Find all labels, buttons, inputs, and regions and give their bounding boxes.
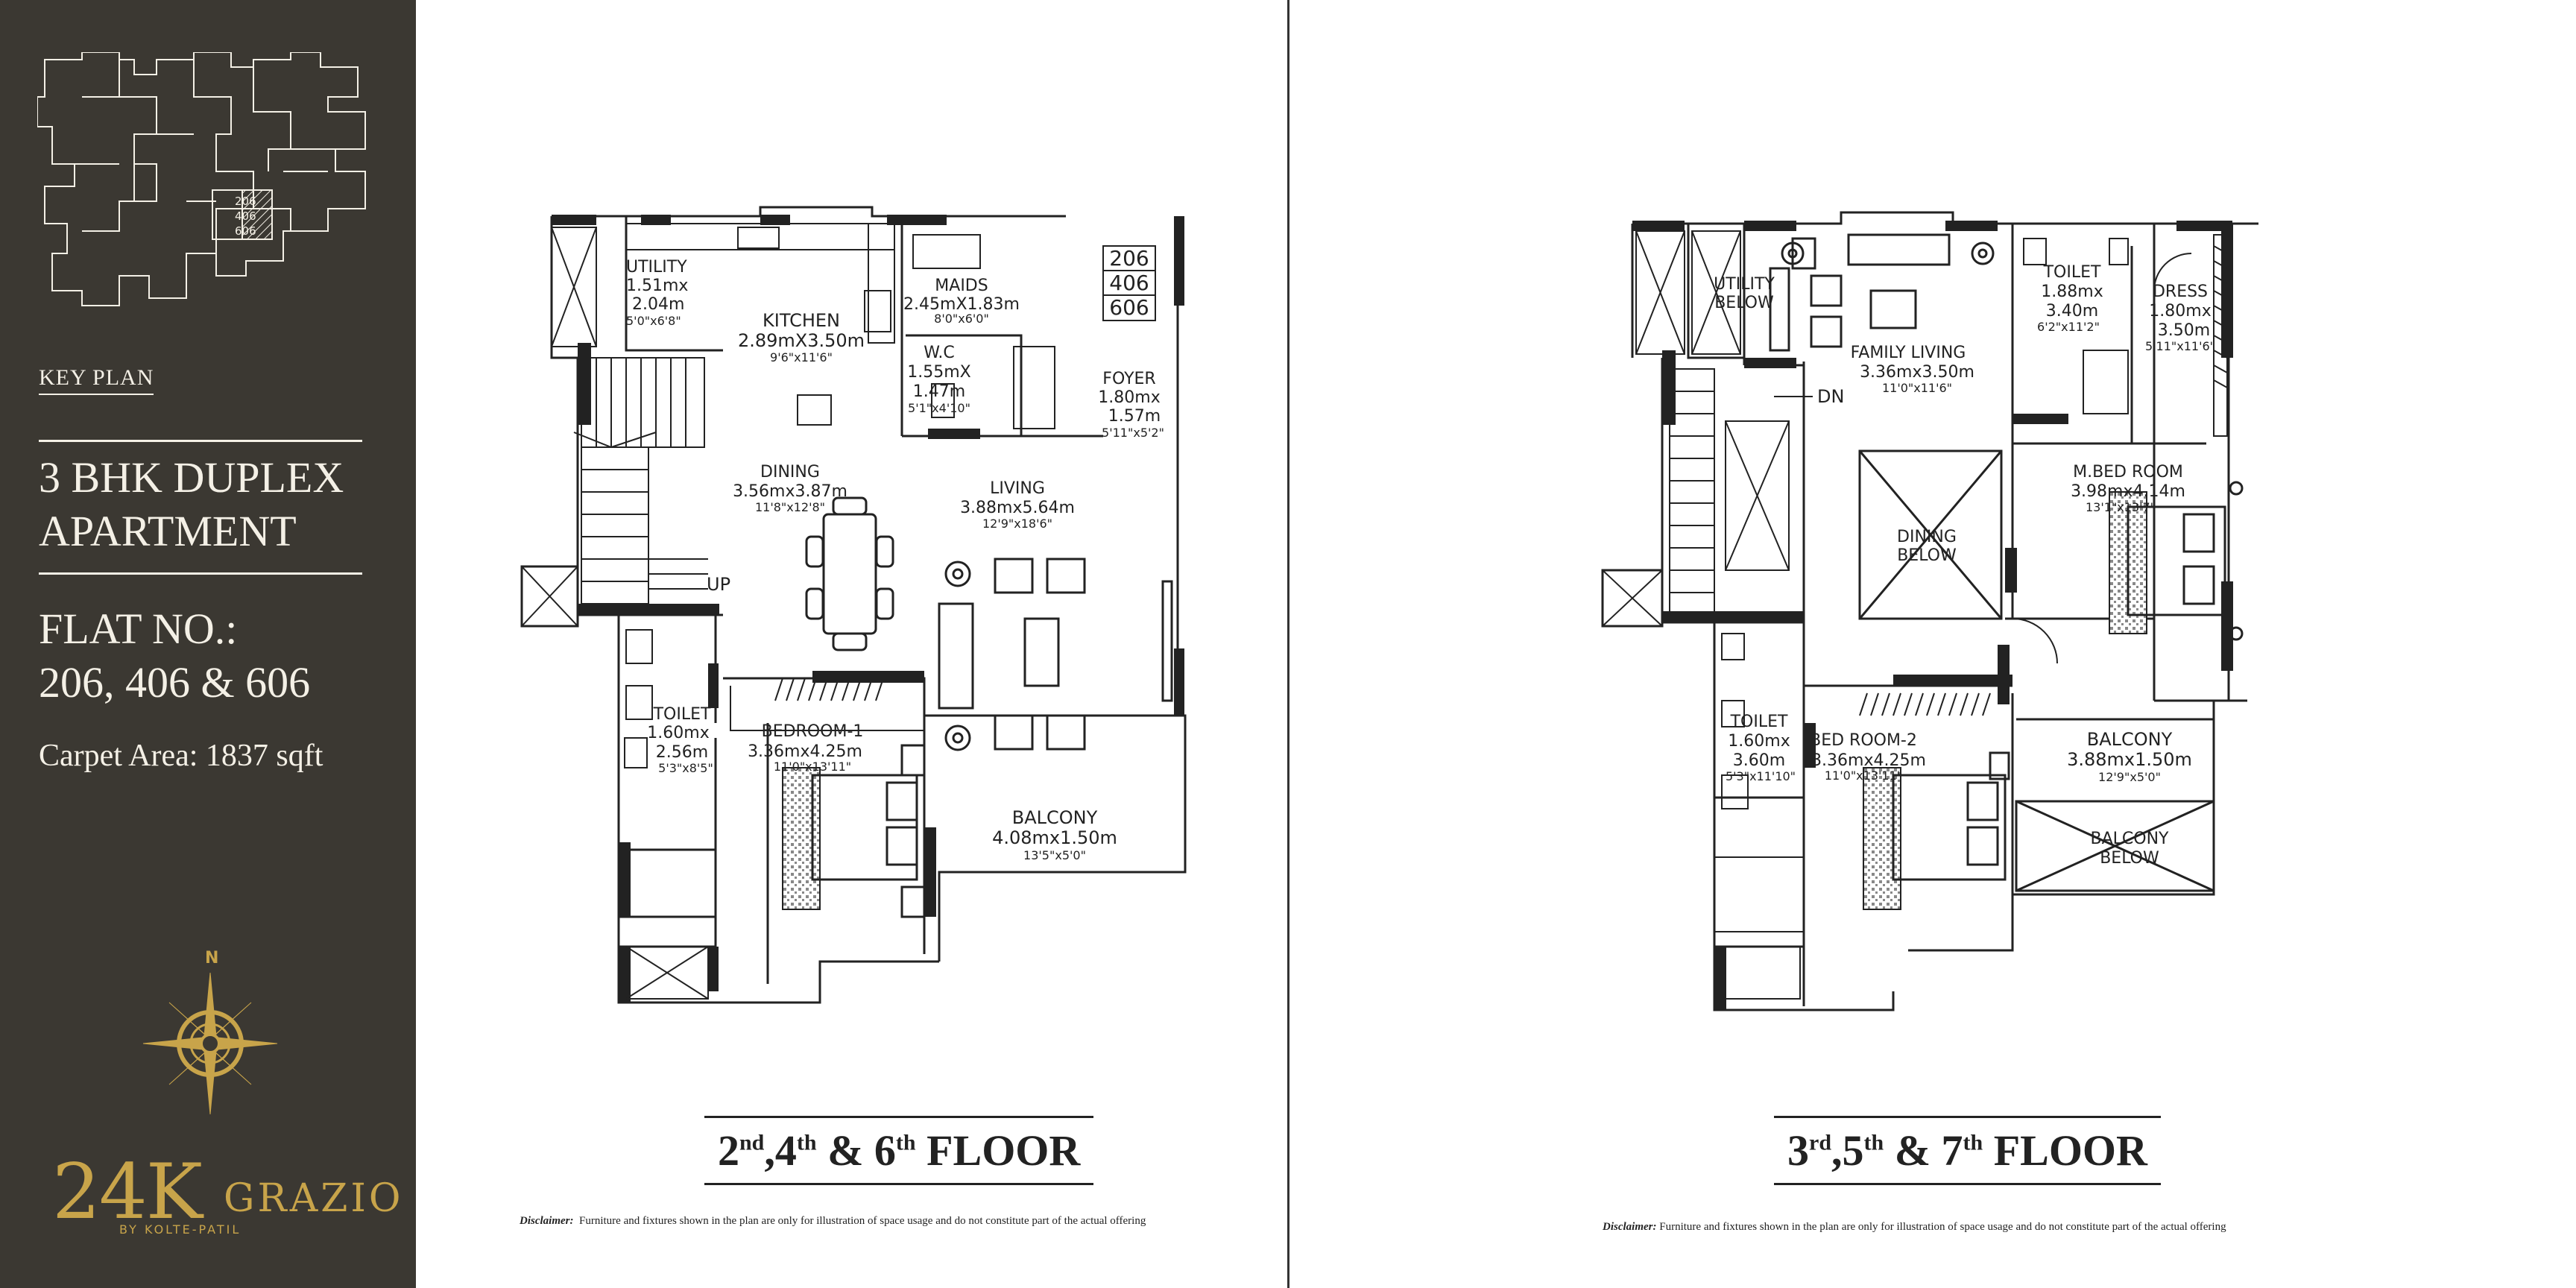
room-maids-imperial: 8'0"x6'0" [934, 312, 989, 326]
room-utility-name: UTILITY [626, 258, 687, 277]
room-toilet-top-name: TOILET [2043, 263, 2101, 282]
room-dining-imperial: 11'8"x12'8" [755, 500, 825, 514]
keyplan-unit-406: 406 [235, 209, 256, 223]
room-dress-name: DRESS [2153, 282, 2208, 301]
apartment-type-line2: APARTMENT [39, 507, 297, 555]
room-m-bedroom-metric: 3.98mx4.14m [2071, 482, 2185, 501]
room-toilet-imperial: 5'3"x8'5" [658, 761, 713, 775]
room-balcony-imperial: 13'5"x5'0" [1023, 848, 1086, 862]
room-wc-metric-b: 1.47m [913, 382, 965, 401]
room-toilet-bottom-metric-b: 3.60m [1733, 751, 1785, 770]
compass-icon: N [142, 949, 278, 1115]
room-kitchen-metric: 2.89mX3.50m [738, 330, 865, 351]
room-maids-metric: 2.45mX1.83m [903, 295, 1020, 314]
room-dining-below-line2: BELOW [1897, 546, 1957, 565]
flat-numbers: 206, 406 & 606 [39, 658, 311, 707]
room-bedroom1-imperial: 11'0"x13'11" [774, 760, 851, 774]
room-living-imperial: 12'9"x18'6" [982, 517, 1052, 531]
room-toilet-top-imperial: 6'2"x11'2" [2037, 320, 2100, 334]
room-balcony-below-line2: BELOW [2100, 849, 2159, 868]
brand-logo-by: BY KOLTE-PATIL [119, 1222, 242, 1237]
room-living-name: LIVING [990, 479, 1045, 498]
room-family-living-name: FAMILY LIVING [1851, 344, 1966, 362]
room-living-metric: 3.88mx5.64m [960, 499, 1075, 517]
room-toilet-bottom-imperial: 5'3"x11'10" [1726, 769, 1796, 783]
upper-disclaimer: Disclaimer: Furniture and fixtures shown… [1603, 1221, 2226, 1233]
upper-floor-title: 3rd,5th & 7th FLOOR [1774, 1116, 2161, 1185]
room-toilet-bottom-metric-a: 1.60mx [1728, 732, 1790, 751]
room-toilet-top-metric-a: 1.88mx [2041, 282, 2103, 301]
keyplan-unit-206: 206 [235, 195, 256, 208]
room-maids-name: MAIDS [935, 277, 988, 295]
room-balcony-name: BALCONY [2087, 729, 2173, 750]
room-dress-metric-a: 1.80mx [2149, 302, 2211, 321]
room-bedroom1-name: BEDROOM-1 [762, 722, 864, 741]
apartment-type: 3 BHK DUPLEX APARTMENT [39, 451, 344, 558]
info-sidebar: 206 406 606 KEY PLAN 3 BHK DUPLEX APARTM… [0, 0, 416, 1288]
key-plan-diagram: 206 406 606 [37, 52, 366, 306]
lower-disclaimer: Disclaimer: Furniture and fixtures shown… [520, 1215, 1146, 1227]
room-balcony-metric: 3.88mx1.50m [2067, 749, 2192, 770]
room-kitchen-imperial: 9'6"x11'6" [770, 350, 833, 364]
room-family-living-metric: 3.36mx3.50m [1860, 363, 1974, 382]
room-balcony-metric: 4.08mx1.50m [992, 827, 1117, 848]
brand-logo-number: 24K [52, 1148, 203, 1237]
upper-floor-plan: UTILITY BELOW FAMILY LIVING 3.36mx3.50m … [1595, 201, 2311, 1021]
compass-north-label: N [205, 949, 218, 967]
room-foyer-metric-a: 1.80mx [1098, 388, 1160, 407]
room-foyer-name: FOYER [1102, 370, 1155, 388]
room-toilet-bottom-name: TOILET [1730, 713, 1788, 731]
brand-logo-name: GRAZIO [224, 1176, 404, 1221]
room-balcony-below-line1: BALCONY [2091, 830, 2170, 848]
room-toilet-top-metric-b: 3.40m [2046, 302, 2098, 321]
room-wc-metric-a: 1.55mX [907, 363, 971, 382]
room-bedroom1-metric: 3.36mx4.25m [748, 742, 862, 761]
apartment-type-line1: 3 BHK DUPLEX [39, 453, 344, 502]
key-plan-label: KEY PLAN [39, 365, 154, 395]
room-toilet-metric-a: 1.60mx [647, 724, 709, 742]
room-m-bedroom-name: M.BED ROOM [2073, 463, 2183, 482]
room-kitchen-name: KITCHEN [763, 310, 840, 331]
room-dress-metric-b: 3.50m [2158, 321, 2210, 340]
room-utility-metric-b: 2.04m [632, 295, 684, 314]
page-divider [1287, 0, 1289, 1288]
room-dining-name: DINING [760, 463, 820, 482]
divider-rule [39, 572, 362, 575]
room-dress-imperial: 5'11"x11'6" [2145, 339, 2215, 353]
carpet-area: Carpet Area: 1837 sqft [39, 739, 323, 773]
stair-up-label: UP [707, 574, 730, 595]
lower-floor-title: 2nd,4th & 6th FLOOR [704, 1116, 1094, 1185]
room-utility-imperial: 5'0"x6'8" [626, 314, 681, 328]
room-family-living-imperial: 11'0"x11'6" [1882, 381, 1952, 395]
divider-rule [39, 440, 362, 442]
room-balcony-imperial: 12'9"x5'0" [2098, 770, 2161, 784]
room-utility-metric-a: 1.51mx [626, 277, 688, 295]
room-m-bedroom-imperial: 13'1"x13'7" [2086, 500, 2156, 514]
room-dining-below-line1: DINING [1897, 528, 1957, 546]
lower-floor-plan: 206 406 606 UTILITY 1.51mx 2.04m 5'0"x6'… [507, 201, 1222, 1021]
room-toilet-metric-b: 2.56m [656, 743, 708, 762]
unit-tag-206: 206 [1109, 246, 1149, 271]
room-dining-metric: 3.56mx3.87m [733, 482, 847, 501]
room-wc-name: W.C [924, 344, 955, 362]
flat-number-label: FLAT NO.: [39, 604, 238, 653]
room-wc-imperial: 5'1"x4'10" [908, 401, 970, 415]
keyplan-unit-606: 606 [235, 224, 256, 238]
stair-dn-label: DN [1817, 386, 1844, 407]
room-foyer-imperial: 5'11"x5'2" [1102, 426, 1164, 440]
room-bedroom2-name: BED ROOM-2 [1810, 731, 1917, 750]
room-utility-below-line2: BELOW [1714, 294, 1774, 312]
room-balcony-name: BALCONY [1012, 807, 1098, 828]
room-utility-below-line1: UTILITY [1714, 275, 1775, 294]
room-toilet-name: TOILET [653, 705, 711, 724]
room-bedroom2-imperial: 11'0"x13'11" [1825, 768, 1902, 783]
unit-tag-606: 606 [1109, 295, 1149, 320]
unit-tag-406: 406 [1109, 271, 1149, 295]
room-foyer-metric-b: 1.57m [1108, 407, 1161, 426]
room-bedroom2-metric: 3.36mx4.25m [1811, 751, 1926, 770]
